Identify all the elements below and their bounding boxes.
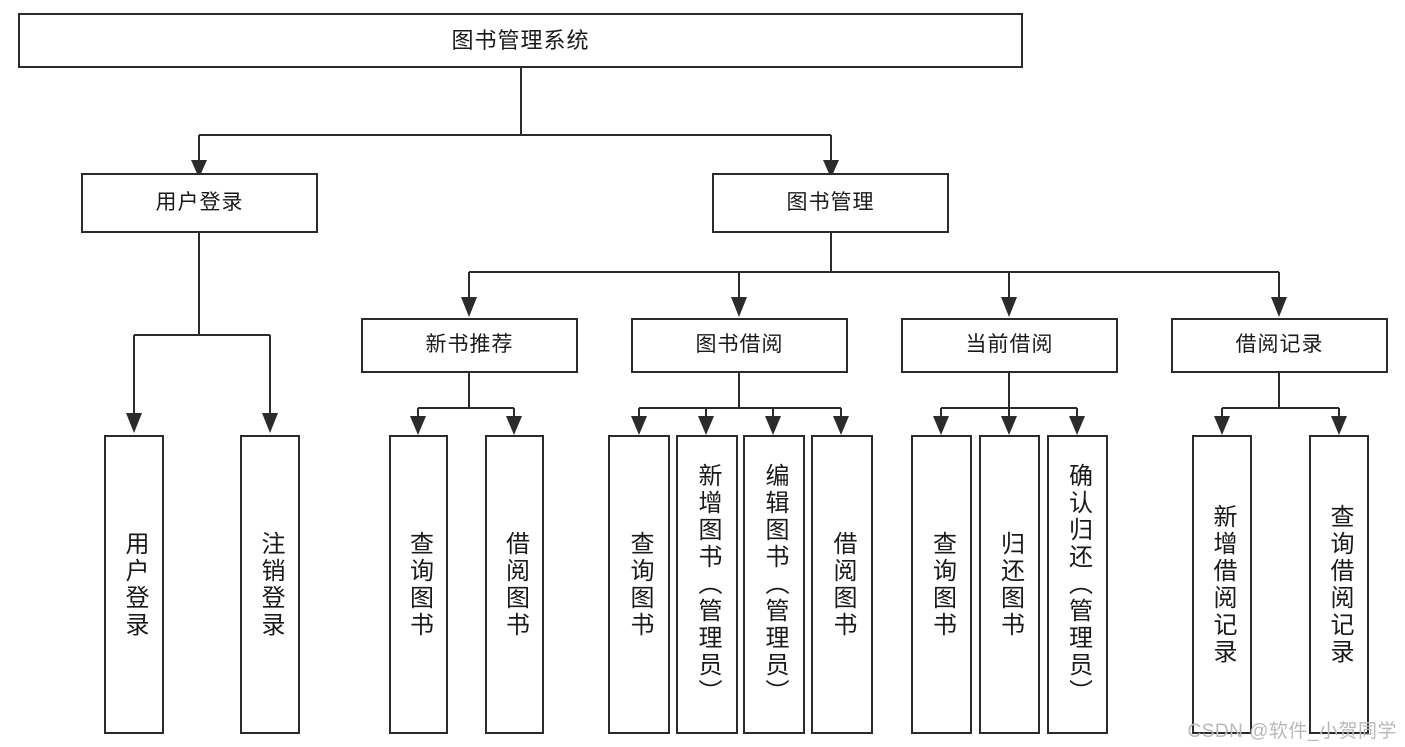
node-user-login-label: 用户登录: [155, 190, 244, 214]
node-new-book-recommend-label: 新书推荐: [425, 333, 514, 357]
leaf-record-query[interactable]: 查询借阅记录: [1309, 435, 1369, 734]
arrow-bookmgmt-c1: [461, 297, 477, 317]
leaf-current-return-book[interactable]: 归还图书: [979, 435, 1040, 734]
node-book-borrow[interactable]: 图书借阅: [631, 318, 848, 373]
leaf-new-book-query-label: 查询图书: [405, 530, 433, 639]
leaf-record-add[interactable]: 新增借阅记录: [1192, 435, 1252, 734]
arrow-record-l2: [1331, 416, 1347, 435]
arrow-bookmgmt-c2: [731, 297, 747, 317]
leaf-borrow-add-book-label: 新增图书（管理员）: [693, 463, 721, 706]
leaf-borrow-edit-book-label: 编辑图书（管理员）: [760, 463, 788, 706]
leaf-user-login-login-label: 用户登录: [120, 530, 148, 639]
node-current-borrow[interactable]: 当前借阅: [901, 318, 1118, 373]
arrow-borrow-l2: [698, 416, 714, 435]
leaf-borrow-borrow-book[interactable]: 借阅图书: [811, 435, 873, 734]
arrow-newbook-l1: [410, 416, 426, 435]
leaf-borrow-edit-book[interactable]: 编辑图书（管理员）: [743, 435, 805, 734]
node-user-login[interactable]: 用户登录: [81, 173, 318, 233]
node-book-management-label: 图书管理: [786, 190, 875, 214]
node-book-borrow-label: 图书借阅: [695, 333, 784, 357]
leaf-borrow-add-book[interactable]: 新增图书（管理员）: [676, 435, 738, 734]
leaf-user-login-logout[interactable]: 注销登录: [240, 435, 300, 734]
leaf-current-query-book[interactable]: 查询图书: [911, 435, 972, 734]
node-borrow-record-label: 借阅记录: [1235, 333, 1324, 357]
node-borrow-record[interactable]: 借阅记录: [1171, 318, 1388, 373]
leaf-borrow-query-book-label: 查询图书: [625, 530, 653, 639]
arrow-userlogin-l1: [126, 413, 142, 433]
leaf-current-query-book-label: 查询图书: [928, 530, 956, 639]
node-root-system-label: 图书管理系统: [451, 27, 590, 53]
leaf-new-book-query[interactable]: 查询图书: [389, 435, 448, 734]
arrow-newbook-l2: [506, 416, 522, 435]
leaf-record-query-label: 查询借阅记录: [1325, 503, 1353, 666]
leaf-new-book-borrow[interactable]: 借阅图书: [485, 435, 544, 734]
leaf-current-return-book-label: 归还图书: [996, 530, 1024, 639]
node-root-system[interactable]: 图书管理系统: [18, 13, 1023, 68]
leaf-record-add-label: 新增借阅记录: [1208, 503, 1236, 666]
leaf-new-book-borrow-label: 借阅图书: [501, 530, 529, 639]
arrow-bookmgmt-c3: [1001, 297, 1017, 317]
arrow-borrow-l3: [765, 416, 781, 435]
leaf-borrow-borrow-book-label: 借阅图书: [828, 530, 856, 639]
arrow-borrow-l1: [631, 416, 647, 435]
arrow-current-l2: [1001, 416, 1017, 435]
node-current-borrow-label: 当前借阅: [965, 333, 1054, 357]
leaf-user-login-login[interactable]: 用户登录: [104, 435, 164, 734]
node-new-book-recommend[interactable]: 新书推荐: [361, 318, 578, 373]
arrow-userlogin-l2: [262, 413, 278, 433]
arrow-current-l1: [933, 416, 949, 435]
leaf-user-login-logout-label: 注销登录: [256, 530, 284, 639]
arrow-current-l3: [1069, 416, 1085, 435]
arrow-record-l1: [1214, 416, 1230, 435]
arrow-borrow-l4: [833, 416, 849, 435]
arrow-bookmgmt-c4: [1271, 297, 1287, 317]
leaf-current-confirm-return[interactable]: 确认归还（管理员）: [1047, 435, 1108, 734]
node-book-management[interactable]: 图书管理: [712, 173, 949, 233]
leaf-current-confirm-return-label: 确认归还（管理员）: [1064, 463, 1092, 706]
leaf-borrow-query-book[interactable]: 查询图书: [608, 435, 670, 734]
watermark-text: CSDN @软件_小贺同学: [1187, 721, 1397, 742]
